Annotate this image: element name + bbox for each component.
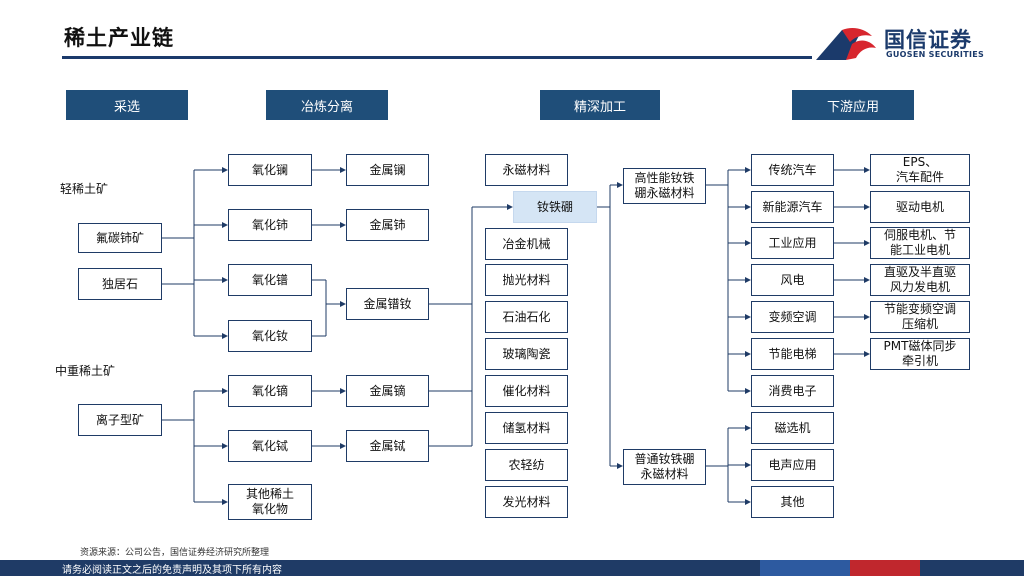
- title-rule: [62, 56, 812, 59]
- material-hydrogen-storage: 储氢材料: [485, 412, 568, 444]
- material-agri-textile: 农轻纺: [485, 449, 568, 481]
- header-processing: 精深加工: [540, 90, 660, 120]
- metal-dy: 金属镝: [346, 375, 429, 407]
- oxide-nd: 氧化钕: [228, 320, 312, 352]
- source-note: 资源来源：公司公告，国信证券经济研究所整理: [80, 548, 270, 558]
- app-nev: 新能源汽车: [751, 191, 834, 223]
- detail-servo-motor: 伺服电机、节 能工业电机: [870, 227, 970, 259]
- app-inverter-ac: 变频空调: [751, 301, 834, 333]
- material-catalyst: 催化材料: [485, 375, 568, 407]
- material-permanent-magnet: 永磁材料: [485, 154, 568, 186]
- material-polishing: 抛光材料: [485, 264, 568, 296]
- footer-stripe-red: [850, 560, 920, 576]
- ore-monazite: 独居石: [78, 268, 162, 300]
- app-industrial: 工业应用: [751, 227, 834, 259]
- app-other: 其他: [751, 486, 834, 518]
- material-metallurgy: 冶金机械: [485, 228, 568, 260]
- detail-drive-motor: 驱动电机: [870, 191, 970, 223]
- footer-stripe-navy: [920, 560, 1024, 576]
- metal-ce: 金属铈: [346, 209, 429, 241]
- detail-wind-generator: 直驱及半直驱 风力发电机: [870, 264, 970, 296]
- app-magnetic-separator: 磁选机: [751, 412, 834, 444]
- label-heavy-ore: 中重稀土矿: [55, 364, 116, 378]
- app-consumer-electronics: 消费电子: [751, 375, 834, 407]
- header-downstream: 下游应用: [792, 90, 914, 120]
- ore-ionic: 离子型矿: [78, 404, 162, 436]
- oxide-ce: 氧化铈: [228, 209, 312, 241]
- label-light-ore: 轻稀土矿: [60, 182, 109, 196]
- material-petrochemical: 石油石化: [485, 301, 568, 333]
- footer-stripe-blue: [760, 560, 850, 576]
- logo-text-en: GUOSEN SECURITIES: [886, 50, 985, 59]
- metal-prnd: 金属镨钕: [346, 288, 429, 320]
- oxide-pr: 氧化镨: [228, 264, 312, 296]
- metal-tb: 金属铽: [346, 430, 429, 462]
- app-traditional-auto: 传统汽车: [751, 154, 834, 186]
- magnet-high-performance: 高性能钕铁 硼永磁材料: [623, 168, 706, 204]
- oxide-tb: 氧化铽: [228, 430, 312, 462]
- oxide-la: 氧化镧: [228, 154, 312, 186]
- oxide-dy: 氧化镝: [228, 375, 312, 407]
- guosen-logo-icon: [816, 28, 876, 60]
- logo-text-cn: 国信证券: [884, 28, 972, 52]
- page-title: 稀土产业链: [64, 26, 174, 50]
- detail-eps: EPS、 汽车配件: [870, 154, 970, 186]
- app-elevator: 节能电梯: [751, 338, 834, 370]
- metal-la: 金属镧: [346, 154, 429, 186]
- header-smelting: 冶炼分离: [266, 90, 388, 120]
- ore-bastnaesite: 氟碳铈矿: [78, 223, 162, 253]
- material-ndfeb: 钕铁硼: [513, 191, 597, 223]
- magnet-normal: 普通钕铁硼 永磁材料: [623, 449, 706, 485]
- oxide-other: 其他稀土 氧化物: [228, 484, 312, 520]
- material-glass-ceramic: 玻璃陶瓷: [485, 338, 568, 370]
- detail-traction-machine: PMT磁体同步 牵引机: [870, 338, 970, 370]
- footer-disclaimer: 请务必阅读正文之后的免责声明及其项下所有内容: [62, 565, 282, 576]
- app-wind-power: 风电: [751, 264, 834, 296]
- app-electroacoustic: 电声应用: [751, 449, 834, 481]
- material-luminescent: 发光材料: [485, 486, 568, 518]
- detail-ac-compressor: 节能变频空调 压缩机: [870, 301, 970, 333]
- header-mining: 采选: [66, 90, 188, 120]
